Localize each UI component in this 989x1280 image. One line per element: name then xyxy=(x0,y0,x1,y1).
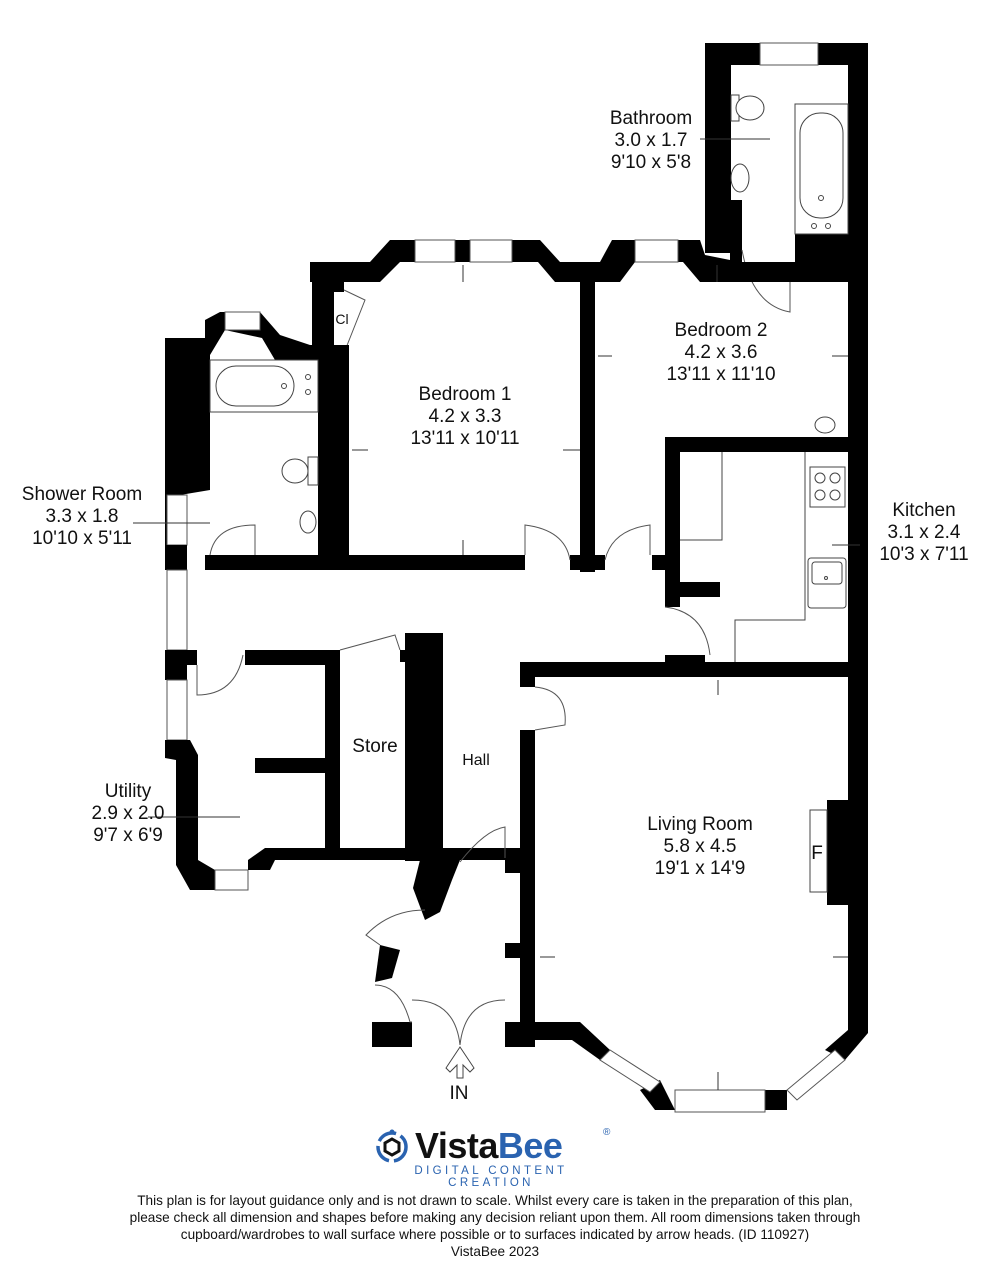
room-name: Utility xyxy=(104,781,152,802)
disclaimer-line: please check all dimension and shapes be… xyxy=(129,1210,861,1225)
bee-hexagon-icon xyxy=(376,1129,408,1163)
room-label-bedroom-1: Bedroom 1 4.2 x 3.3 13'11 x 10'11 xyxy=(392,384,538,450)
room-label-living-room: Living Room 5.8 x 4.5 19'1 x 14'9 xyxy=(620,814,780,880)
room-name: Kitchen xyxy=(892,500,956,521)
room-imperial: 13'11 x 10'11 xyxy=(410,428,520,449)
room-metric: 3.3 x 1.8 xyxy=(45,506,119,527)
room-name: Living Room xyxy=(647,814,753,835)
room-imperial: 19'1 x 14'9 xyxy=(654,858,746,879)
entrance-label: IN xyxy=(449,1083,469,1104)
room-name: Shower Room xyxy=(21,484,143,505)
logo-wordmark: VistaBee xyxy=(415,1125,563,1166)
room-label-hall: Hall xyxy=(462,752,490,769)
room-imperial: 10'10 x 5'11 xyxy=(32,528,132,549)
room-metric: 4.2 x 3.3 xyxy=(428,406,502,427)
room-metric: 3.1 x 2.4 xyxy=(887,522,961,543)
floor-plan xyxy=(133,42,868,1113)
bathroom-walls xyxy=(705,42,868,1033)
room-metric: 4.2 x 3.6 xyxy=(684,342,758,363)
registered-mark: ® xyxy=(603,1127,611,1138)
room-label-kitchen: Kitchen 3.1 x 2.4 10'3 x 7'11 xyxy=(866,500,982,566)
room-metric: 5.8 x 4.5 xyxy=(663,836,737,857)
room-label-bedroom-2: Bedroom 2 4.2 x 3.6 13'11 x 11'10 xyxy=(648,320,794,386)
vistabee-logo: VistaBee ® DIGITAL CONTENT CREATION xyxy=(373,1125,613,1189)
cupboard-label: Cl xyxy=(335,311,349,327)
bedroom-top-walls xyxy=(310,239,868,282)
room-name: Bedroom 1 xyxy=(418,384,512,405)
room-name: Bathroom xyxy=(609,108,693,129)
room-imperial: 10'3 x 7'11 xyxy=(879,544,969,565)
room-label-shower-room: Shower Room 3.3 x 1.8 10'10 x 5'11 xyxy=(4,484,160,550)
disclaimer-line: This plan is for layout guidance only an… xyxy=(137,1193,853,1208)
room-label-store: Store xyxy=(352,736,398,757)
room-imperial: 9'7 x 6'9 xyxy=(93,825,163,846)
disclaimer-copyright: VistaBee 2023 xyxy=(450,1244,540,1259)
room-metric: 2.9 x 2.0 xyxy=(91,803,165,824)
disclaimer-line: cupboard/wardrobes to wall surface where… xyxy=(180,1227,810,1242)
logo-tagline: DIGITAL CONTENT CREATION xyxy=(414,1165,568,1189)
room-imperial: 9'10 x 5'8 xyxy=(610,152,692,173)
room-label-bathroom: Bathroom 3.0 x 1.7 9'10 x 5'8 xyxy=(598,108,704,174)
room-metric: 3.0 x 1.7 xyxy=(614,130,688,151)
dimension-arrows xyxy=(133,138,860,1090)
room-imperial: 13'11 x 11'10 xyxy=(666,364,776,385)
room-label-utility: Utility 2.9 x 2.0 9'7 x 6'9 xyxy=(78,781,178,847)
fireplace-label: F xyxy=(811,843,823,864)
room-name: Bedroom 2 xyxy=(674,320,768,341)
disclaimer: This plan is for layout guidance only an… xyxy=(40,1192,950,1260)
